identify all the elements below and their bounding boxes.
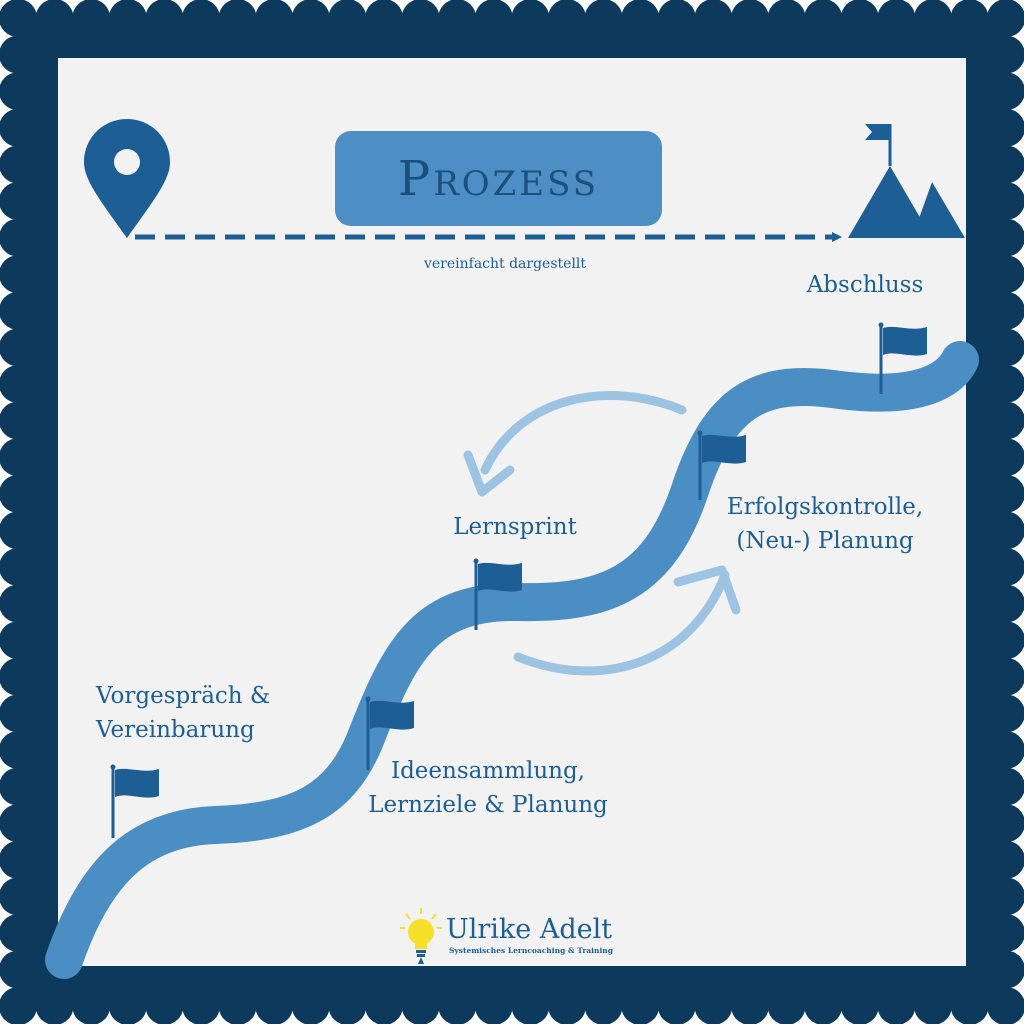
brand-name: Ulrike Adelt [446, 914, 613, 945]
location-pin-icon [84, 119, 170, 238]
label-lernsprint: Lernsprint [453, 514, 577, 540]
brand-tagline: Systemisches Lerncoaching & Training [449, 946, 613, 955]
page-title: Prozess [397, 150, 600, 207]
label-erfolgskontrolle: Erfolgskontrolle, (Neu-) Planung [726, 494, 924, 554]
flag-icon [365, 696, 414, 770]
label-abschluss: Abschluss [806, 272, 924, 298]
subtitle: vereinfacht dargestellt [423, 256, 587, 272]
mountain-flag-icon [848, 124, 965, 238]
flag-icon [697, 430, 746, 500]
lightbulb-icon [400, 908, 442, 964]
label-vorgespraech: Vorgespräch & Vereinbarung [96, 683, 271, 743]
label-ideensammlung: Ideensammlung, Lernziele & Planung [368, 758, 608, 818]
loop-arrow-back [463, 391, 687, 497]
flag-icon [473, 558, 522, 630]
winding-path [45, 341, 979, 979]
title-box: Prozess [335, 131, 662, 226]
flag-icon [110, 764, 159, 838]
loop-arrow-forward [513, 565, 741, 676]
flag-icon [878, 322, 927, 394]
